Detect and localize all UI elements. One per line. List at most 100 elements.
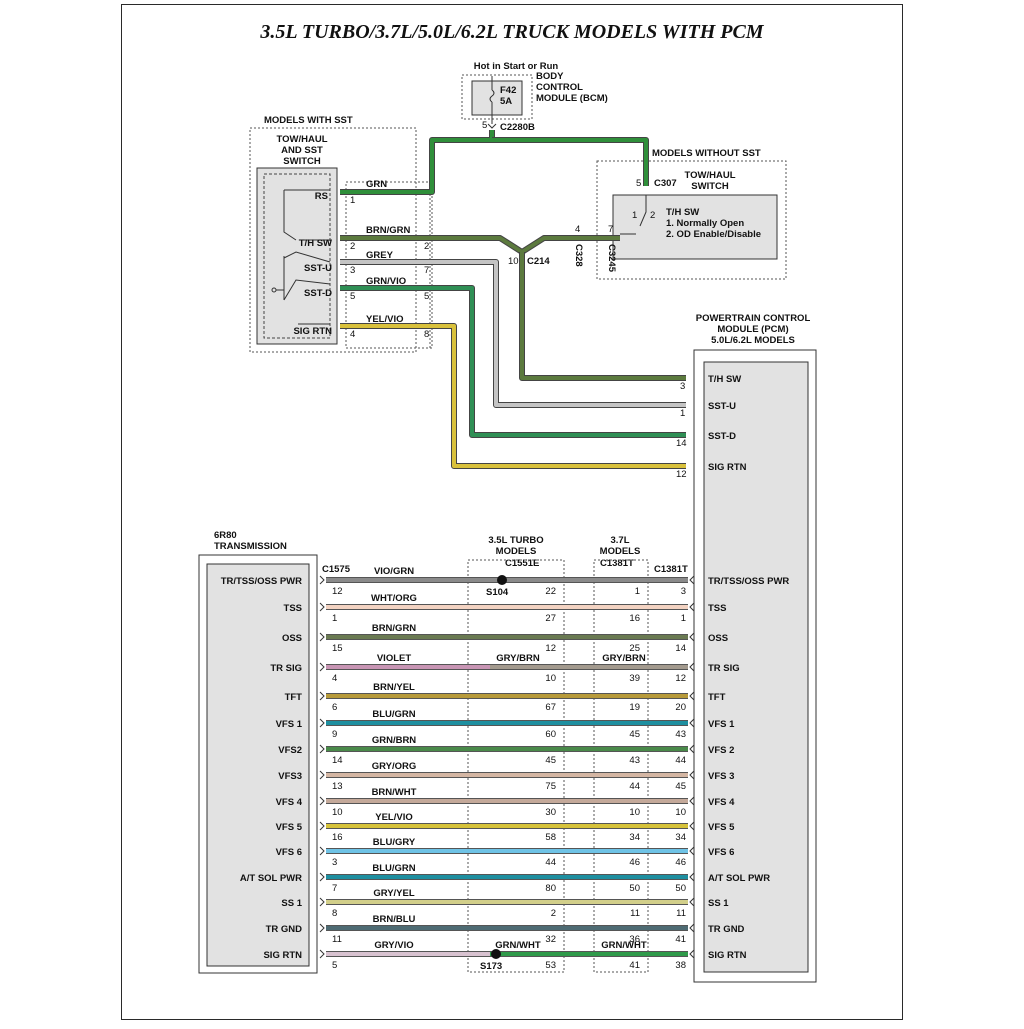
wire-color-label-right: GRY/BRN bbox=[602, 653, 646, 664]
l37-pin-number: 25 bbox=[629, 643, 640, 654]
pcm-lower-connector: C1381T bbox=[654, 564, 688, 575]
trans-pin-mark bbox=[319, 602, 325, 612]
sst-pin-num-sigrtn: 4 bbox=[350, 329, 355, 340]
trans-body bbox=[206, 563, 310, 967]
l37-pin-number: 16 bbox=[629, 613, 640, 624]
pcm-pin-mark bbox=[689, 662, 695, 672]
wire-color-label: GRN/BRN bbox=[372, 735, 416, 746]
trans-pin-label: OSS bbox=[282, 633, 302, 644]
page-frame bbox=[121, 4, 903, 1020]
bcm-fuse-amps: 5A bbox=[500, 96, 512, 107]
c214-label: C214 bbox=[527, 256, 550, 267]
wire-color-label: WHT/ORG bbox=[371, 593, 417, 604]
turbo-outline bbox=[467, 559, 565, 973]
trans-pin-number: 15 bbox=[332, 643, 343, 654]
pcm-pin-number: 46 bbox=[675, 857, 686, 868]
pcm-pin-number: 20 bbox=[675, 702, 686, 713]
pcm-pin-label: VFS 2 bbox=[708, 745, 734, 756]
no-sst-outline bbox=[596, 160, 787, 280]
wire-color-label: BLU/GRY bbox=[373, 837, 416, 848]
trans-pin-mark bbox=[319, 821, 325, 831]
l37-outline bbox=[593, 559, 649, 973]
c214-th-pin: 10 bbox=[508, 256, 519, 267]
turbo-pin-number: 60 bbox=[545, 729, 556, 740]
turbo-pin-number: 12 bbox=[545, 643, 556, 654]
wire-color-label-mid: GRY/BRN bbox=[496, 653, 540, 664]
wire-color-label: BLU/GRN bbox=[372, 863, 415, 874]
c214-pin-th: 2 bbox=[424, 241, 429, 252]
l37-name-2: MODELS bbox=[600, 546, 641, 557]
no-sst-switch-body bbox=[612, 194, 778, 260]
pcm-pin-label: VFS 1 bbox=[708, 719, 735, 730]
trans-pin-mark bbox=[319, 796, 325, 806]
sst-pin-labels: RS 1 GRN T/H SW 2 BRN/GRN 2 SST-U 3 GREY… bbox=[293, 179, 429, 340]
sst-switch-name-3: SWITCH bbox=[283, 156, 321, 167]
sst-pin-num-down: 5 bbox=[350, 291, 355, 302]
sst-wire-down: GRN/VIO bbox=[366, 276, 406, 287]
pcm-pin-number: 44 bbox=[675, 755, 686, 766]
turbo-pin-number: 58 bbox=[545, 832, 556, 843]
sst-pin-label-th: T/H SW bbox=[299, 238, 332, 249]
bcm-group: Hot in Start or Run F42 5A BODY CONTROL … bbox=[461, 61, 608, 133]
top-wires bbox=[340, 130, 686, 469]
pcm-pin-number: 50 bbox=[675, 883, 686, 894]
pcm-pin-mark bbox=[689, 821, 695, 831]
l37-pin-number: 11 bbox=[630, 908, 640, 919]
c214-pin-down: 5 bbox=[424, 291, 429, 302]
turbo-pin-number: 10 bbox=[545, 673, 556, 684]
pcm-pin-number: 41 bbox=[675, 934, 686, 945]
pcm-pin-mark bbox=[689, 897, 695, 907]
sst-wire-rs: GRN bbox=[366, 179, 387, 190]
wire-grn-vio-sst-d bbox=[340, 286, 686, 437]
turbo-name-1: 3.5L TURBO bbox=[488, 535, 543, 546]
l37-pin-number: 1 bbox=[635, 586, 640, 597]
l37-pin-number: 10 bbox=[629, 807, 640, 818]
trans-pin-label: SIG RTN bbox=[263, 950, 302, 961]
c328-pin: 4 bbox=[575, 224, 580, 235]
pcm-pin-label: VFS 5 bbox=[708, 822, 735, 833]
sst-wire-th: BRN/GRN bbox=[366, 225, 410, 236]
pcm-pin-mark bbox=[689, 872, 695, 882]
l37-connector: C1381T bbox=[600, 558, 634, 569]
pcm-pin-label: SIG RTN bbox=[708, 950, 747, 961]
turbo-pin-number: 44 bbox=[545, 857, 556, 868]
trans-pin-label: VFS 5 bbox=[276, 822, 303, 833]
turbo-name-2: MODELS bbox=[496, 546, 537, 557]
sst-up-contact bbox=[283, 251, 331, 263]
turbo-pin-number: 32 bbox=[545, 934, 556, 945]
turbo-pin-number: 27 bbox=[545, 613, 556, 624]
bcm-name-1: BODY bbox=[536, 71, 564, 82]
l37-pin-number: 45 bbox=[629, 729, 640, 740]
l37-pin-number: 19 bbox=[629, 702, 640, 713]
wire-color-label: GRY/YEL bbox=[373, 888, 415, 899]
c1575-label: C1575 bbox=[322, 564, 351, 575]
trans-pin-label: TR SIG bbox=[270, 663, 302, 674]
pcm-pin-num-th: 3 bbox=[680, 381, 685, 392]
trans-pin-mark bbox=[319, 949, 325, 959]
trans-pin-mark bbox=[319, 575, 325, 585]
wire-color-label: YEL/VIO bbox=[375, 812, 412, 823]
bcm-connector: C2280B bbox=[500, 122, 535, 133]
pcm-pin-label-sstd: SST-D bbox=[708, 431, 736, 442]
pcm-pin-number: 11 bbox=[676, 908, 686, 919]
diagram-title: 3.5L TURBO/3.7L/5.0L/6.2L TRUCK MODELS W… bbox=[259, 21, 764, 43]
sst-switch-body bbox=[256, 167, 338, 345]
pcm-pin-number: 3 bbox=[681, 586, 686, 597]
no-sst-switch-name-2: SWITCH bbox=[691, 181, 729, 192]
sst-pin-num-th: 2 bbox=[350, 241, 355, 252]
l37-pin-number: 50 bbox=[629, 883, 640, 894]
trans-pin-label: TSS bbox=[284, 603, 302, 614]
turbo-pin-number: 75 bbox=[545, 781, 556, 792]
wire-color-label: VIOLET bbox=[377, 653, 412, 664]
wire-grn-c307 bbox=[492, 138, 648, 186]
trans-pin-label: VFS2 bbox=[278, 745, 302, 756]
sst-switch-name-2: AND SST bbox=[281, 145, 323, 156]
sst-pin-label-sigrtn: SIG RTN bbox=[293, 326, 332, 337]
l37-pin-number: 44 bbox=[629, 781, 640, 792]
sst-wire-sigrtn: YEL/VIO bbox=[366, 314, 403, 325]
trans-pin-number: 7 bbox=[332, 883, 337, 894]
pcm-pin-label-sstu: SST-U bbox=[708, 401, 736, 412]
trans-pin-number: 8 bbox=[332, 908, 337, 919]
